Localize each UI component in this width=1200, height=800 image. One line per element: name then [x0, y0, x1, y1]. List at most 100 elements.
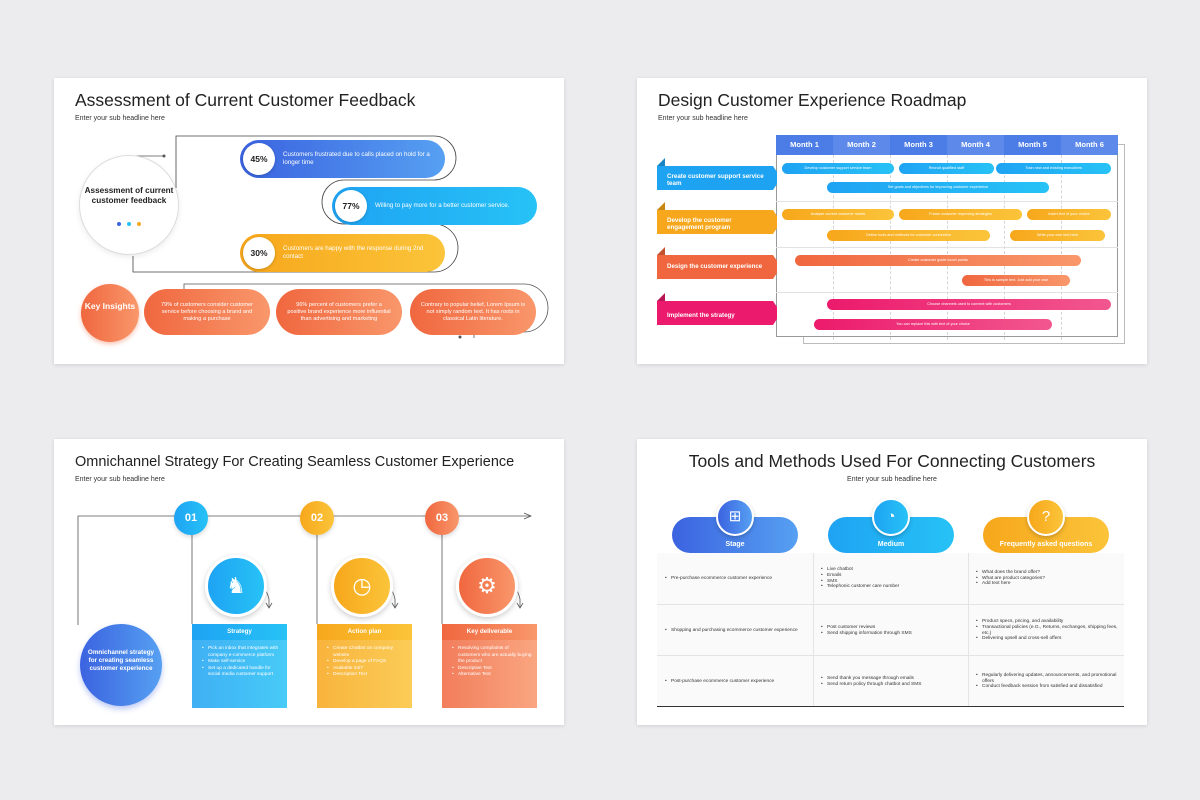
faq-cell: Regularly delivering updates, announceme…	[968, 656, 1124, 707]
card-item: Alternative Text	[452, 672, 532, 679]
slide-roadmap[interactable]: Design Customer Experience Roadmap Enter…	[637, 78, 1147, 364]
card-item: Create Chatbot on company website	[327, 646, 407, 659]
slide-title: Omnichannel Strategy For Creating Seamle…	[75, 454, 515, 470]
medium-cell: Live chatbot Emails SMS Telephonic custo…	[813, 553, 968, 604]
cell-item: Emails	[821, 573, 968, 579]
stage-label: Implement the strategy	[667, 312, 735, 319]
medium-cell: Post customer reviews Send shipping info…	[813, 605, 968, 656]
slide-omnichannel[interactable]: Omnichannel Strategy For Creating Seamle…	[54, 439, 564, 725]
medium-cell: Send thank you message through emails Se…	[813, 656, 968, 707]
card-item: Descriptive Text	[452, 666, 532, 673]
cell-item: Post-purchase ecommerce customer experie…	[665, 679, 813, 685]
task-bar: Develop customer support service team	[782, 163, 894, 174]
pill-text: Customers are happy with the response du…	[283, 245, 424, 260]
month-header: Month 3	[890, 135, 947, 155]
table-bottom-rule	[657, 706, 1124, 707]
cell-item: Product specs, pricing, and availability	[976, 619, 1124, 625]
insight-box-3: Contrary to popular belief, Lorem Ipsum …	[410, 289, 536, 335]
month-header: Month 5	[1004, 135, 1061, 155]
cell-item: Send shipping information through SMS	[821, 631, 968, 637]
cell-item: Send thank you message through emails	[821, 676, 968, 682]
grid-line	[776, 247, 1118, 248]
cell-item: Transactional policies (e.G., Returns, e…	[976, 625, 1124, 637]
stage-label: Develop the customer engagement program	[667, 217, 732, 231]
gear-documents-icon: ⚙	[456, 555, 518, 617]
feedback-pill-1: 45% Customers frustrated due to calls pl…	[240, 140, 445, 178]
slide-subtitle: Enter your sub headline here	[75, 115, 165, 122]
percent-badge: 30%	[243, 237, 275, 269]
cell-item: Pre-purchase ecommerce customer experien…	[665, 576, 813, 582]
stage-cell: Pre-purchase ecommerce customer experien…	[657, 553, 813, 604]
step-number-3: 03	[425, 501, 459, 535]
stage-label: Design the customer experience	[667, 263, 763, 270]
key-deliverable-card: Key deliverable Resolving complaints of …	[442, 624, 537, 708]
cell-item: Post customer reviews	[821, 625, 968, 631]
key-insights-circle: Key Insights	[81, 284, 139, 342]
stage-label: Create customer support service team	[667, 173, 764, 187]
card-body: Resolving complaints of customers who ar…	[442, 640, 537, 708]
percent-badge: 77%	[335, 190, 367, 222]
task-bar: Define tools and methods for customer co…	[827, 230, 990, 241]
chat-question-icon: ?	[1027, 498, 1065, 536]
cell-item: Telephonic customer care number	[821, 584, 968, 590]
task-bar: Analyse current customer needs	[782, 209, 894, 220]
cell-item: Regularly delivering updates, announceme…	[976, 673, 1124, 685]
color-dots	[80, 222, 178, 226]
table-row: Post-purchase ecommerce customer experie…	[657, 655, 1124, 706]
table-row: Pre-purchase ecommerce customer experien…	[657, 553, 1124, 604]
slide-title: Design Customer Experience Roadmap	[658, 90, 967, 110]
flowchart-icon: ⊞	[716, 498, 754, 536]
gauge-icon: ◔	[872, 498, 910, 536]
card-title: Key deliverable	[442, 624, 537, 640]
card-title: Strategy	[192, 624, 287, 640]
cell-item: Add text here	[976, 581, 1124, 587]
chess-knight-icon: ♞	[205, 555, 267, 617]
task-bar: Choose channels used to connect with cus…	[827, 299, 1111, 310]
month-header: Month 2	[833, 135, 890, 155]
assessment-circle: Assessment of current customer feedback	[79, 155, 179, 255]
pill-text: Willing to pay more for a better custome…	[375, 202, 510, 209]
cell-item: Shopping and purchasing ecommerce custom…	[665, 628, 813, 634]
stage-cell: Shopping and purchasing ecommerce custom…	[657, 605, 813, 656]
slide-tools-methods[interactable]: Tools and Methods Used For Connecting Cu…	[637, 439, 1147, 725]
cell-item: Delivering upsell and cross-sell offers	[976, 636, 1124, 642]
blue-dot	[117, 222, 121, 226]
card-body: Pick an inbox that integrates with compa…	[192, 640, 287, 708]
step-number-1: 01	[174, 501, 208, 535]
card-item: Develop a page of FAQS	[327, 659, 407, 666]
task-bar: Train new and existing executives	[996, 163, 1111, 174]
card-body: Create Chatbot on company website Develo…	[317, 640, 412, 708]
task-bar: Set goals and objectives for improving c…	[827, 182, 1049, 193]
table-divider	[813, 553, 814, 706]
clock-chart-icon: ◷	[331, 555, 393, 617]
card-item: Make self-service	[202, 659, 282, 666]
slide-title: Assessment of Current Customer Feedback	[75, 90, 416, 110]
strategy-card: Strategy Pick an inbox that integrates w…	[192, 624, 287, 708]
table-row: Shopping and purchasing ecommerce custom…	[657, 604, 1124, 655]
task-bar: You can replace this with text of your c…	[814, 319, 1052, 330]
stage-arrows	[657, 158, 777, 325]
assessment-label: Assessment of current customer feedback	[84, 186, 174, 205]
action-plan-card: Action plan Create Chatbot on company we…	[317, 624, 412, 708]
card-item: Pick an inbox that integrates with compa…	[202, 646, 282, 659]
cell-item: Send return policy through chatbot and S…	[821, 682, 968, 688]
faq-cell: Product specs, pricing, and availability…	[968, 605, 1124, 656]
stage-cell: Post-purchase ecommerce customer experie…	[657, 656, 813, 707]
task-bar: Create customer guide touch points	[795, 255, 1081, 266]
cell-item: Conduct feedback session from satisfied …	[976, 684, 1124, 690]
cell-item: SMS	[821, 579, 968, 585]
cell-item: What does the brand offer?	[976, 570, 1124, 576]
card-item: Set up a dedicated handle for social med…	[202, 666, 282, 679]
task-bar: Recruit qualified staff	[899, 163, 994, 174]
insight-box-2: 96% percent of customers prefer a positi…	[276, 289, 402, 335]
yellow-dot	[137, 222, 141, 226]
percent-badge: 45%	[243, 143, 275, 175]
slide-customer-feedback[interactable]: Assessment of Current Customer Feedback …	[54, 78, 564, 364]
slide-title: Tools and Methods Used For Connecting Cu…	[688, 451, 1096, 471]
faq-cell: What does the brand offer? What are prod…	[968, 553, 1124, 604]
feedback-pill-3: 30% Customers are happy with the respons…	[240, 234, 445, 272]
slide-subtitle: Enter your sub headline here	[75, 476, 165, 483]
card-item: Description Text	[327, 672, 407, 679]
grid-line	[776, 292, 1118, 293]
cell-item: Live chatbot	[821, 567, 968, 573]
